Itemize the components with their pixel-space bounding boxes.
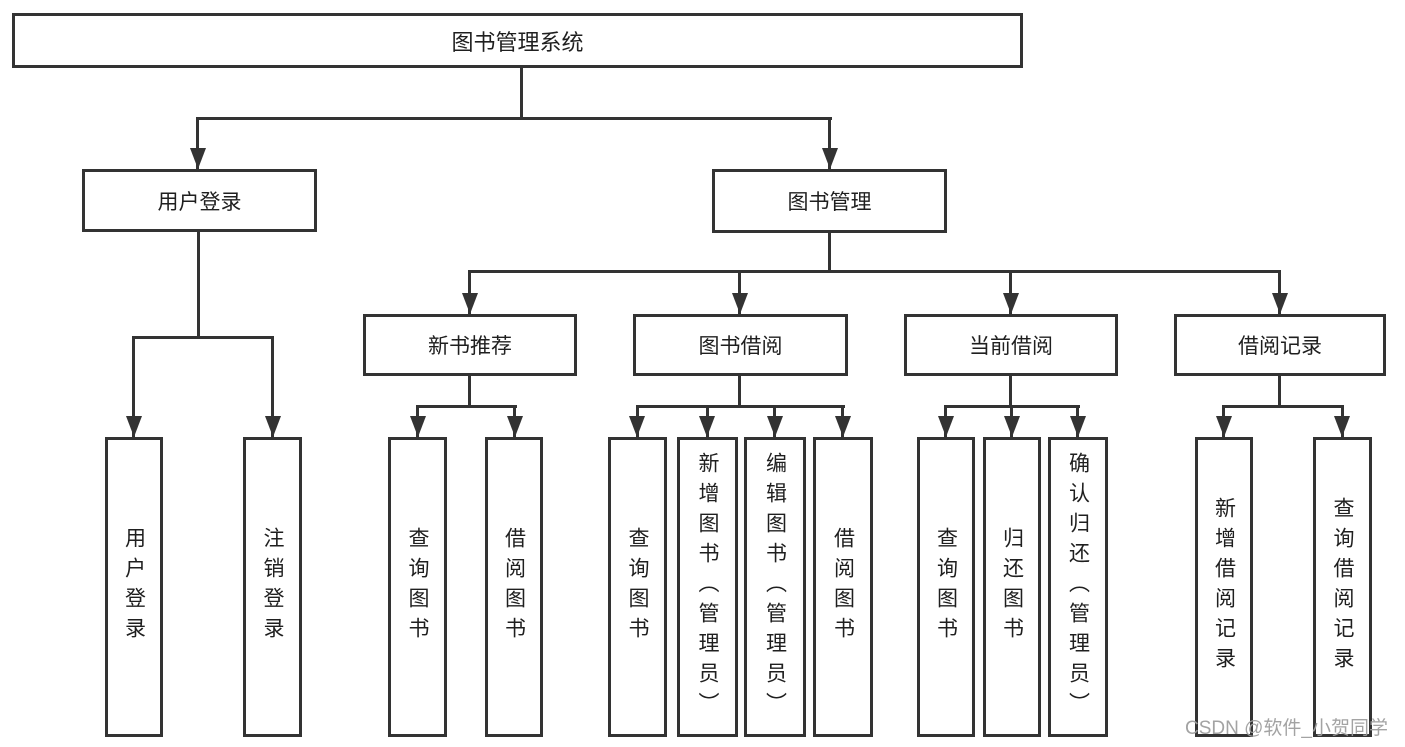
connector-line bbox=[1009, 270, 1012, 314]
arrow-down-icon bbox=[1003, 293, 1019, 314]
connector-line bbox=[636, 405, 845, 408]
arrow-down-icon bbox=[1070, 416, 1086, 437]
node-borrowing-records-label: 借阅记录 bbox=[1238, 335, 1322, 358]
connector-line bbox=[1009, 374, 1012, 408]
node-book-borrowing-label: 图书借阅 bbox=[698, 335, 783, 358]
arrow-down-icon bbox=[462, 293, 478, 314]
arrow-down-icon bbox=[822, 148, 838, 169]
connector-line bbox=[1278, 270, 1281, 314]
arrow-down-icon bbox=[835, 416, 851, 437]
leaf-confirm-return-admin-label: 确认归还（管理员） bbox=[1066, 452, 1090, 722]
node-book-management: 图书管理 bbox=[712, 169, 947, 233]
leaf-query-books-borrowing: 查询图书 bbox=[608, 437, 667, 737]
arrow-down-icon bbox=[1334, 416, 1350, 437]
connector-line bbox=[828, 232, 831, 273]
leaf-logout-label: 注销登录 bbox=[261, 527, 284, 647]
node-root: 图书管理系统 bbox=[12, 13, 1023, 68]
connector-line bbox=[468, 270, 471, 314]
watermark-text: CSDN @软件_小贺同学 bbox=[1185, 718, 1388, 739]
arrow-down-icon bbox=[507, 416, 523, 437]
leaf-query-borrow-record: 查询借阅记录 bbox=[1313, 437, 1372, 737]
connector-line bbox=[132, 336, 274, 339]
node-new-book-recommend-label: 新书推荐 bbox=[428, 335, 512, 358]
leaf-confirm-return-admin: 确认归还（管理员） bbox=[1048, 437, 1108, 737]
leaf-add-book-admin: 新增图书（管理员） bbox=[677, 437, 738, 737]
leaf-borrow-books-borrowing-label: 借阅图书 bbox=[831, 527, 855, 647]
node-new-book-recommend: 新书推荐 bbox=[363, 314, 577, 376]
leaf-borrow-books-borrowing: 借阅图书 bbox=[813, 437, 873, 737]
connector-line bbox=[520, 66, 523, 120]
leaf-user-login: 用户登录 bbox=[105, 437, 163, 737]
arrow-down-icon bbox=[265, 416, 281, 437]
node-borrowing-records: 借阅记录 bbox=[1174, 314, 1386, 376]
leaf-query-borrow-record-label: 查询借阅记录 bbox=[1331, 497, 1354, 677]
connector-line bbox=[196, 117, 832, 120]
connector-line bbox=[1222, 405, 1344, 408]
arrow-down-icon bbox=[767, 416, 783, 437]
connector-line bbox=[828, 117, 831, 169]
node-user-login-label: 用户登录 bbox=[157, 190, 242, 214]
connector-line bbox=[468, 374, 471, 408]
leaf-return-books: 归还图书 bbox=[983, 437, 1041, 737]
arrow-down-icon bbox=[1004, 416, 1020, 437]
connector-line bbox=[468, 270, 1281, 273]
arrow-down-icon bbox=[1216, 416, 1232, 437]
leaf-edit-book-admin-label: 编辑图书（管理员） bbox=[763, 452, 787, 722]
node-root-label: 图书管理系统 bbox=[451, 29, 584, 55]
connector-line bbox=[197, 231, 200, 339]
leaf-edit-book-admin: 编辑图书（管理员） bbox=[744, 437, 806, 737]
arrow-down-icon bbox=[732, 293, 748, 314]
leaf-borrow-books-recommend-label: 借阅图书 bbox=[502, 527, 526, 647]
leaf-add-book-admin-label: 新增图书（管理员） bbox=[696, 452, 719, 722]
arrow-down-icon bbox=[410, 416, 426, 437]
connector-line bbox=[738, 270, 741, 314]
leaf-add-borrow-record-label: 新增借阅记录 bbox=[1212, 497, 1236, 677]
leaf-query-books-current: 查询图书 bbox=[917, 437, 975, 737]
connector-line bbox=[271, 336, 274, 437]
arrow-down-icon bbox=[699, 416, 715, 437]
leaf-query-books-current-label: 查询图书 bbox=[934, 527, 958, 647]
node-user-login: 用户登录 bbox=[82, 169, 317, 232]
connector-line bbox=[196, 117, 199, 169]
leaf-query-books-borrowing-label: 查询图书 bbox=[626, 527, 649, 647]
connector-line bbox=[416, 405, 517, 408]
node-book-management-label: 图书管理 bbox=[787, 191, 872, 214]
arrow-down-icon bbox=[629, 416, 645, 437]
leaf-add-borrow-record: 新增借阅记录 bbox=[1195, 437, 1253, 737]
arrow-down-icon bbox=[126, 416, 142, 437]
node-book-borrowing: 图书借阅 bbox=[633, 314, 848, 376]
arrow-down-icon bbox=[190, 148, 206, 169]
connector-line bbox=[738, 374, 741, 408]
leaf-query-books-recommend-label: 查询图书 bbox=[406, 527, 429, 647]
node-current-borrowing: 当前借阅 bbox=[904, 314, 1118, 376]
leaf-user-login-label: 用户登录 bbox=[122, 527, 146, 647]
node-current-borrowing-label: 当前借阅 bbox=[969, 335, 1053, 358]
leaf-return-books-label: 归还图书 bbox=[1000, 527, 1024, 647]
leaf-borrow-books-recommend: 借阅图书 bbox=[485, 437, 543, 737]
arrow-down-icon bbox=[938, 416, 954, 437]
leaf-logout: 注销登录 bbox=[243, 437, 302, 737]
connector-line bbox=[132, 336, 135, 437]
arrow-down-icon bbox=[1272, 293, 1288, 314]
connector-line bbox=[1278, 374, 1281, 408]
leaf-query-books-recommend: 查询图书 bbox=[388, 437, 447, 737]
